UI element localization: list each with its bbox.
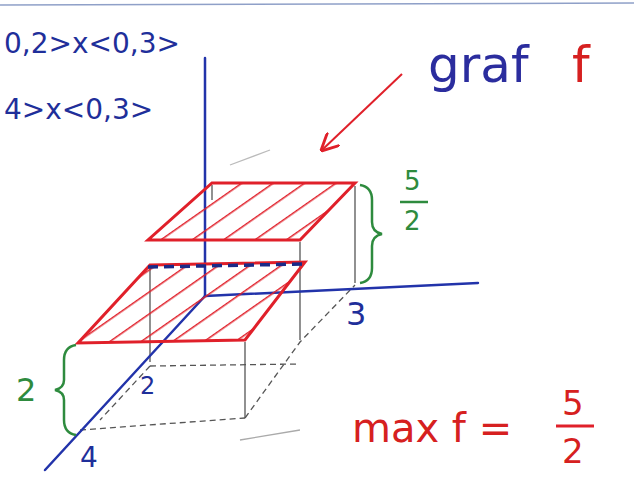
dimension-value: 2 (404, 208, 421, 234)
fraction-bar (556, 425, 594, 428)
dimension-brace (55, 345, 76, 435)
dashed-edge (148, 264, 305, 267)
dimension-value: 5 (404, 168, 421, 194)
fraction-bar (400, 201, 428, 204)
dimension-brace (360, 185, 382, 283)
pointer-arrow (322, 74, 402, 150)
graph-title: f (572, 40, 590, 90)
axis-tick: 4 (80, 444, 98, 472)
dimension-value: 2 (16, 374, 36, 406)
max-note: max f = (352, 408, 512, 448)
graph-plate (78, 262, 305, 343)
max-note: 2 (562, 434, 584, 468)
domain-label: 0,2>x<0,3> (4, 30, 180, 58)
max-note: 5 (562, 386, 584, 420)
domain-label: 4>x<0,3> (4, 96, 153, 124)
graph-plate (148, 183, 355, 240)
axis-tick: 2 (140, 374, 155, 398)
graph-title: graf (428, 40, 529, 90)
axis-tick: 3 (346, 298, 366, 330)
page-rule (0, 3, 634, 5)
